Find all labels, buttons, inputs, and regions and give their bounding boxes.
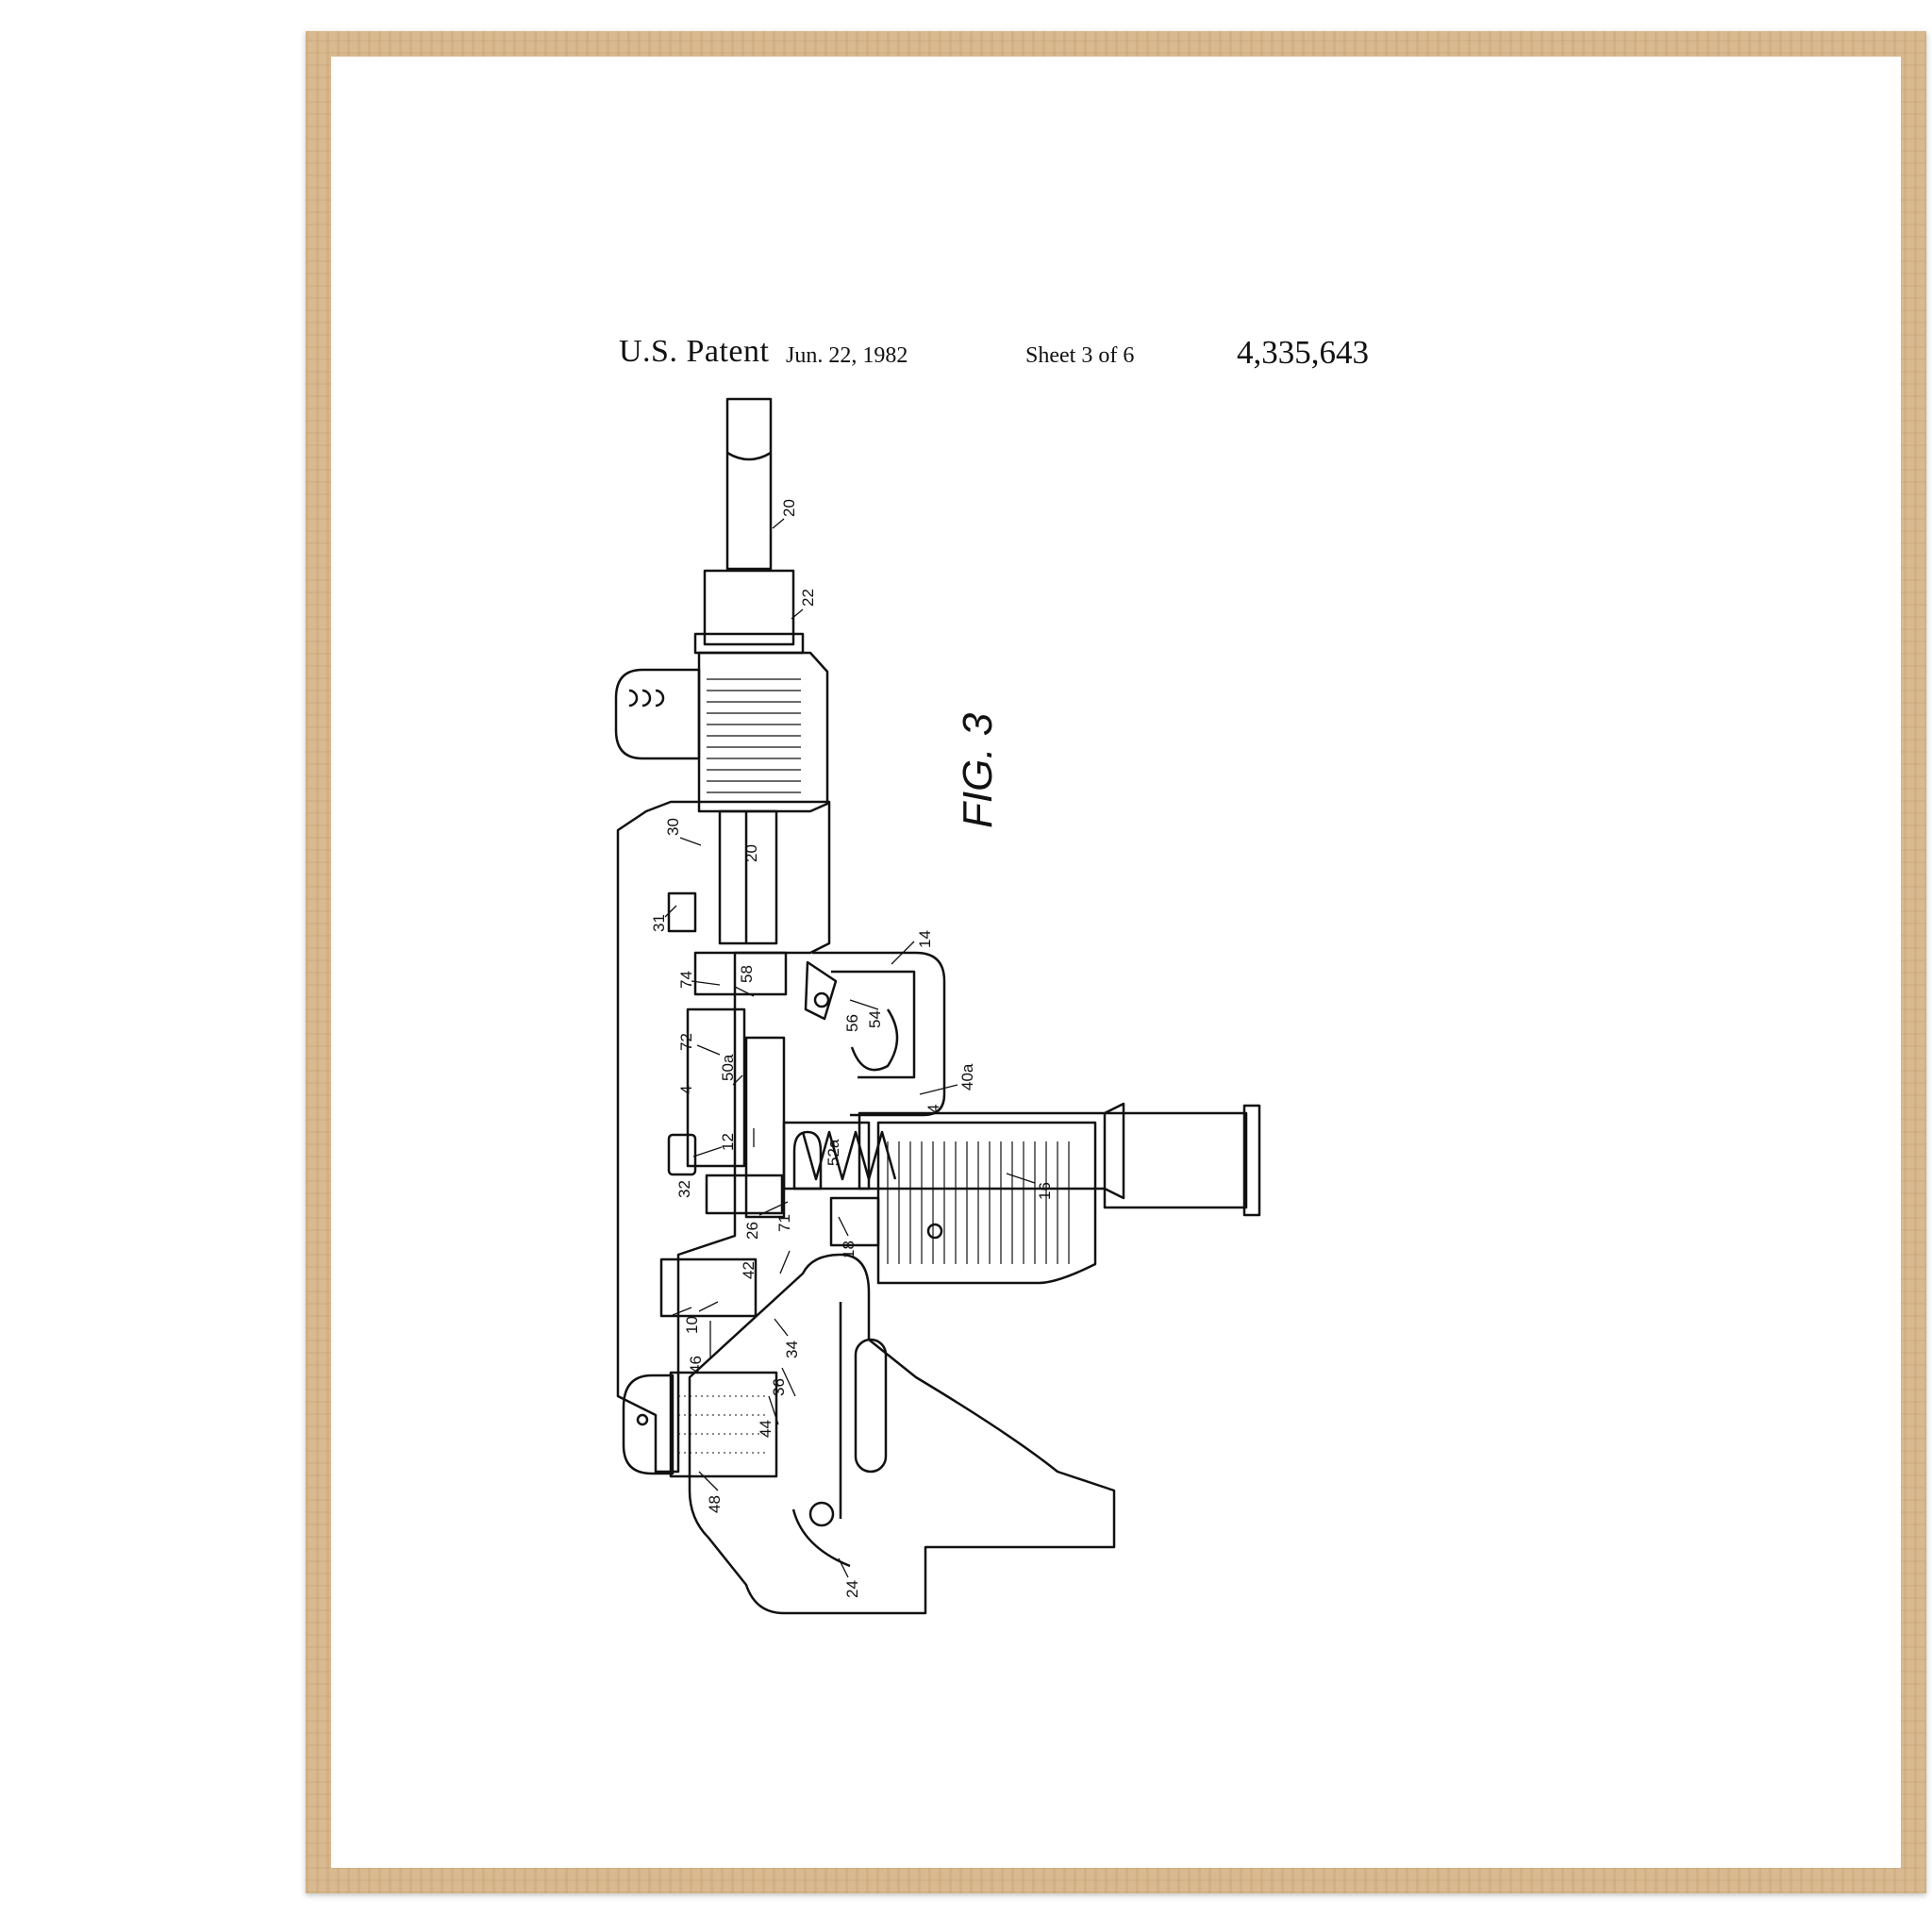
ref-40a: 12: [719, 1133, 737, 1151]
ref-20-a: 20: [780, 499, 798, 517]
ref-22: 22: [799, 589, 817, 607]
ref-44: 44: [757, 1420, 774, 1438]
patent-label: U.S. Patent: [619, 334, 770, 369]
ref-72: 72: [677, 1033, 695, 1051]
ref-14: 14: [916, 930, 934, 948]
ref-74: 74: [677, 971, 695, 989]
ref-26: 26: [743, 1222, 761, 1240]
ref-4-right: 4: [924, 1105, 942, 1113]
ref-34: 34: [783, 1341, 801, 1358]
ref-52a: 52a: [824, 1139, 842, 1166]
ref-48: 48: [706, 1495, 724, 1513]
ref-24: 24: [843, 1580, 861, 1598]
figure-label: FIG. 3: [955, 712, 1001, 828]
patent-sheet: U.S. Patent Jun. 22, 1982 Sheet 3 of 6 4…: [331, 57, 1901, 1868]
ref-4-left: 4: [677, 1086, 695, 1094]
ref-16: 16: [1036, 1182, 1054, 1200]
ref-36: 36: [770, 1378, 788, 1396]
ref-32: 32: [675, 1180, 693, 1198]
ref-31: 31: [650, 914, 668, 932]
ref-50a: 50a: [719, 1054, 737, 1081]
wooden-frame: U.S. Patent Jun. 22, 1982 Sheet 3 of 6 4…: [306, 31, 1926, 1893]
ref-10: 10: [683, 1316, 701, 1334]
ref-46: 46: [687, 1356, 705, 1374]
ref-20-b: 20: [742, 844, 760, 862]
ref-42: 42: [740, 1261, 758, 1279]
reference-numerals: 20 22 30 20 31 74 58 14 54 56 72 50a 40a…: [650, 499, 1054, 1598]
sheet-number: Sheet 3 of 6: [1025, 343, 1135, 368]
leader-lines: [664, 518, 1036, 1578]
ref-18: 18: [840, 1241, 858, 1258]
patent-date: Jun. 22, 1982: [786, 343, 908, 368]
ref-30: 30: [664, 818, 682, 836]
gun-outline: [614, 397, 1261, 1615]
ref-71: 71: [775, 1214, 793, 1232]
ref-58: 58: [738, 965, 756, 983]
patent-drawing: 20 22 30 20 31 74 58 14 54 56 72 50a 40a…: [614, 397, 1261, 1615]
ref-54: 54: [866, 1010, 884, 1028]
patent-number: 4,335,643: [1237, 334, 1369, 371]
ref-56: 56: [843, 1014, 861, 1032]
ref-12: 40a: [958, 1063, 976, 1091]
